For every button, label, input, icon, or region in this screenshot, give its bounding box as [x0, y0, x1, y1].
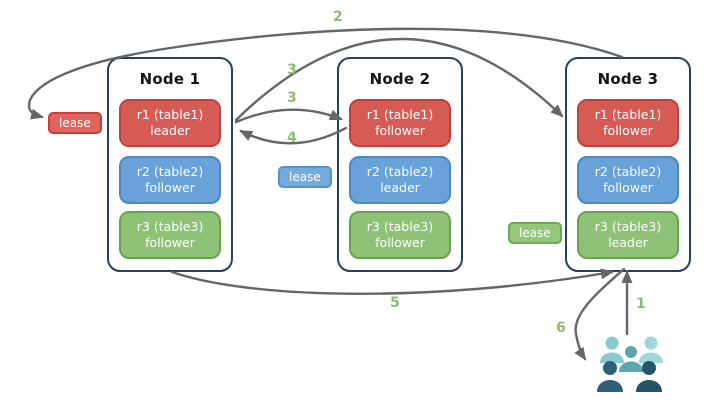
node-card-2: Node 2 r1 (table1) follower r2 (table2) …	[337, 57, 463, 272]
arrow-step-3-short	[234, 108, 343, 124]
node-title: Node 3	[597, 70, 659, 88]
arrow-step-6	[574, 267, 626, 361]
replica-role: follower	[145, 180, 195, 195]
replica-name: r3 (table3)	[366, 218, 434, 234]
step-label-3a: 3	[287, 62, 297, 78]
replica-r1-node3: r1 (table1) follower	[577, 99, 679, 147]
replica-name: r3 (table3)	[136, 218, 204, 234]
replica-name: r1 (table1)	[136, 106, 204, 122]
users-icon	[597, 336, 663, 392]
arrow-step-5	[170, 268, 614, 295]
replica-role: follower	[603, 180, 653, 195]
replica-name: r2 (table2)	[594, 163, 662, 179]
replica-r3-node2: r3 (table3) follower	[349, 211, 451, 259]
node-title: Node 1	[139, 70, 201, 88]
node-card-1: Node 1 r1 (table1) leader r2 (table2) fo…	[107, 57, 233, 272]
replica-r1-node2: r1 (table1) follower	[349, 99, 451, 147]
step-label-1: 1	[636, 296, 646, 312]
step-label-5: 5	[390, 295, 400, 311]
replica-r2-node3: r2 (table2) follower	[577, 156, 679, 204]
replica-role: follower	[145, 235, 195, 250]
replica-role: leader	[150, 123, 190, 138]
lease-badge-green: lease	[508, 222, 562, 244]
lease-badge-red: lease	[48, 112, 102, 134]
replica-name: r2 (table2)	[136, 163, 204, 179]
step-label-4: 4	[287, 130, 297, 146]
step-label-2: 2	[333, 9, 343, 25]
replica-role: leader	[380, 180, 420, 195]
step-label-3b: 3	[287, 90, 297, 106]
replica-r3-node1: r3 (table3) follower	[119, 211, 221, 259]
replica-r3-node3: r3 (table3) leader	[577, 211, 679, 259]
node-card-3: Node 3 r1 (table1) follower r2 (table2) …	[565, 57, 691, 272]
lease-badge-blue: lease	[278, 166, 332, 188]
node-title: Node 2	[369, 70, 431, 88]
replica-role: follower	[375, 235, 425, 250]
replica-name: r1 (table1)	[366, 106, 434, 122]
replica-name: r2 (table2)	[366, 163, 434, 179]
replica-name: r3 (table3)	[594, 218, 662, 234]
replica-r2-node2: r2 (table2) leader	[349, 156, 451, 204]
replica-role: follower	[603, 123, 653, 138]
replica-r2-node1: r2 (table2) follower	[119, 156, 221, 204]
replica-name: r1 (table1)	[594, 106, 662, 122]
replica-role: leader	[608, 235, 648, 250]
step-label-6: 6	[556, 320, 566, 336]
replica-r1-node1: r1 (table1) leader	[119, 99, 221, 147]
replica-role: follower	[375, 123, 425, 138]
